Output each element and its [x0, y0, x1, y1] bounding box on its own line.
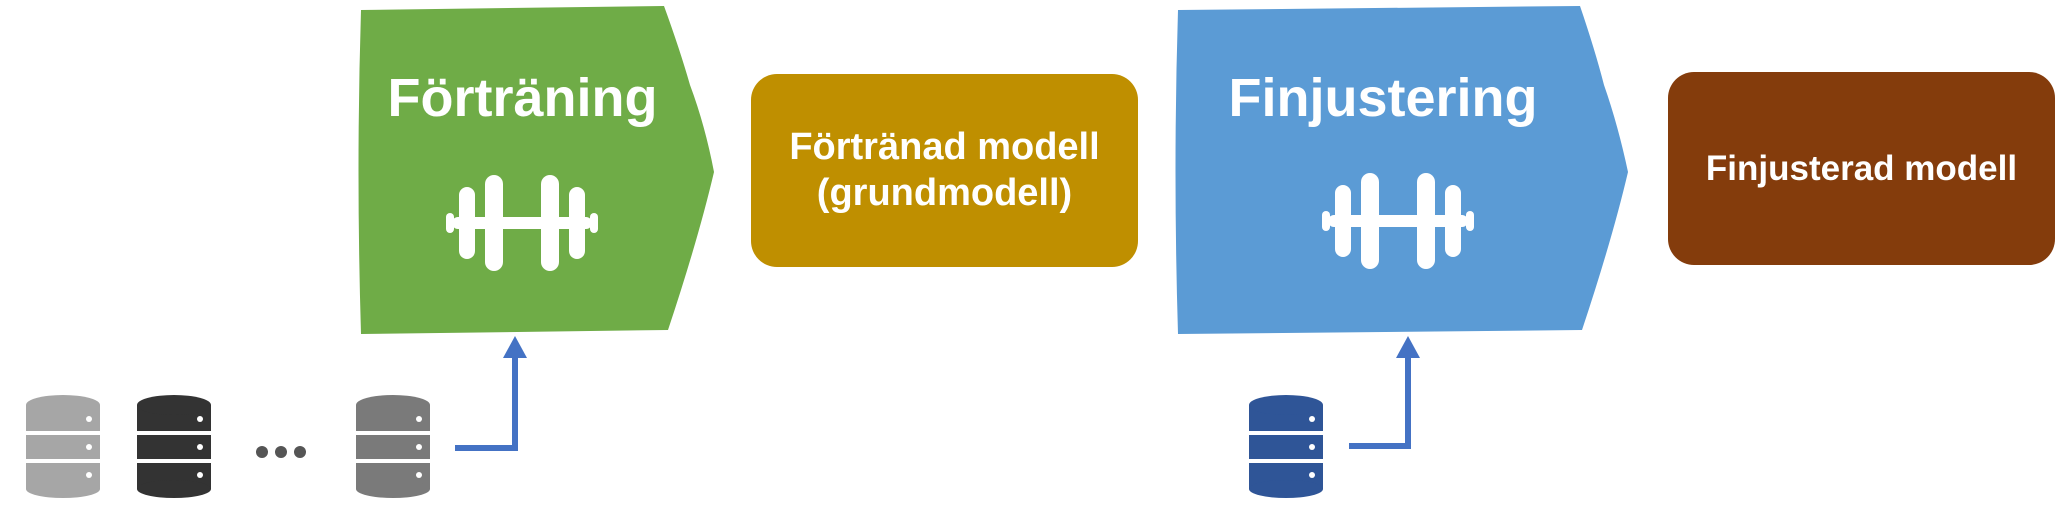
finetuned-model-box — [1668, 72, 2055, 265]
finetuned-model-label: Finjusterad modell — [1705, 148, 2018, 188]
pretrained-model-label-line2: (grundmodell) — [816, 171, 1073, 214]
pretraining-title: Förträning — [387, 67, 658, 128]
finetuning-data-arrow — [1349, 336, 1420, 449]
pretraining-data-arrow — [455, 336, 527, 451]
finetuning-title: Finjustering — [1228, 67, 1538, 128]
pretrained-model-box — [751, 74, 1138, 267]
ellipsis-dots — [256, 446, 306, 458]
database-icon — [1247, 393, 1325, 500]
database-icon — [24, 393, 102, 500]
finetuning-stage-shape — [1175, 6, 1628, 334]
database-icon — [135, 393, 213, 500]
database-icon — [354, 393, 432, 500]
pretrained-model-label: Förtränad modell (grundmodell) — [751, 74, 1138, 267]
pretraining-stage-shape — [358, 6, 714, 334]
pretrained-model-label-line1: Förtränad modell — [789, 125, 1100, 168]
